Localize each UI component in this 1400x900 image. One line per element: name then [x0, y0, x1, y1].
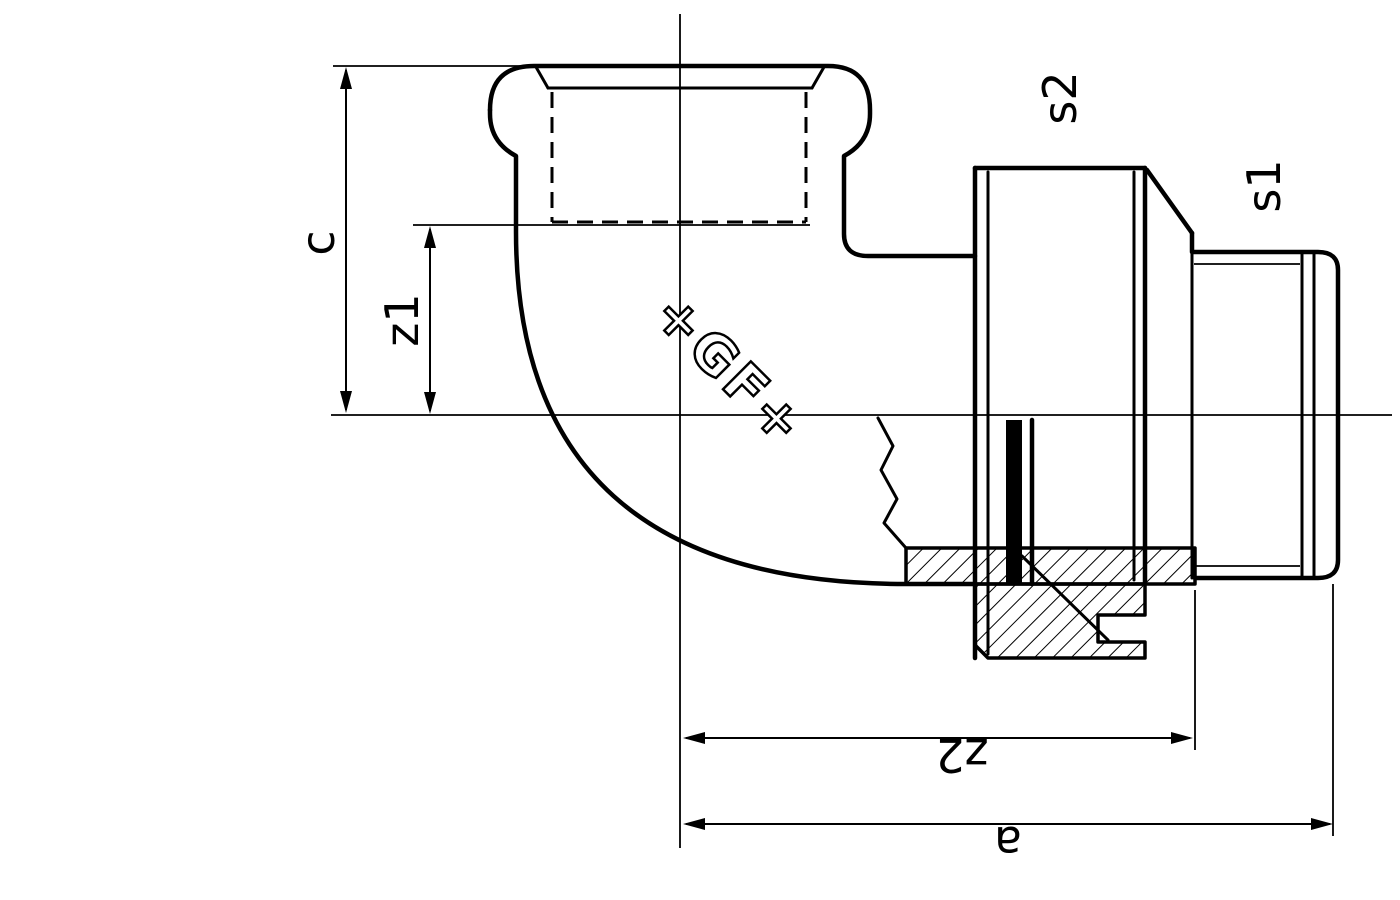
socket-mouth-chamfer-left	[534, 65, 550, 90]
union-nut-section	[973, 582, 1147, 660]
centerlines	[331, 14, 1392, 848]
dim-label-s1: s1	[1237, 159, 1291, 212]
section-hatching	[904, 546, 1197, 660]
gasket-bar	[1006, 420, 1022, 584]
nut-chamfer-diagonal	[1144, 167, 1195, 236]
fitting-outline	[413, 63, 1341, 661]
arrowhead	[424, 392, 436, 414]
internal-thread-dashed	[550, 92, 808, 224]
arrowhead	[424, 226, 436, 248]
dimensions	[333, 65, 1334, 836]
arrowhead	[1171, 732, 1193, 744]
arrowhead	[1311, 818, 1333, 830]
male-end-outline	[1189, 230, 1341, 581]
seat-bevel-line	[1020, 554, 1110, 642]
dim-label-c: c	[291, 230, 345, 255]
gasket	[1006, 420, 1022, 584]
arrowhead	[340, 391, 352, 413]
dim-label-z2: z2	[935, 728, 988, 782]
arrowhead	[340, 67, 352, 89]
dim-label-s2: s2	[1033, 71, 1087, 124]
arrowhead	[683, 818, 705, 830]
break-line	[876, 416, 908, 550]
arrowhead	[683, 732, 705, 744]
dim-label-a: a	[994, 816, 1022, 870]
dim-label-z1: z1	[375, 293, 429, 346]
elbow-outer-outline	[487, 107, 978, 587]
tailpiece-section	[904, 546, 1197, 586]
socket-mouth-chamfer-right	[810, 65, 826, 90]
manufacturer-logo: +GF+	[641, 281, 818, 458]
socket-right-outline	[487, 63, 978, 259]
